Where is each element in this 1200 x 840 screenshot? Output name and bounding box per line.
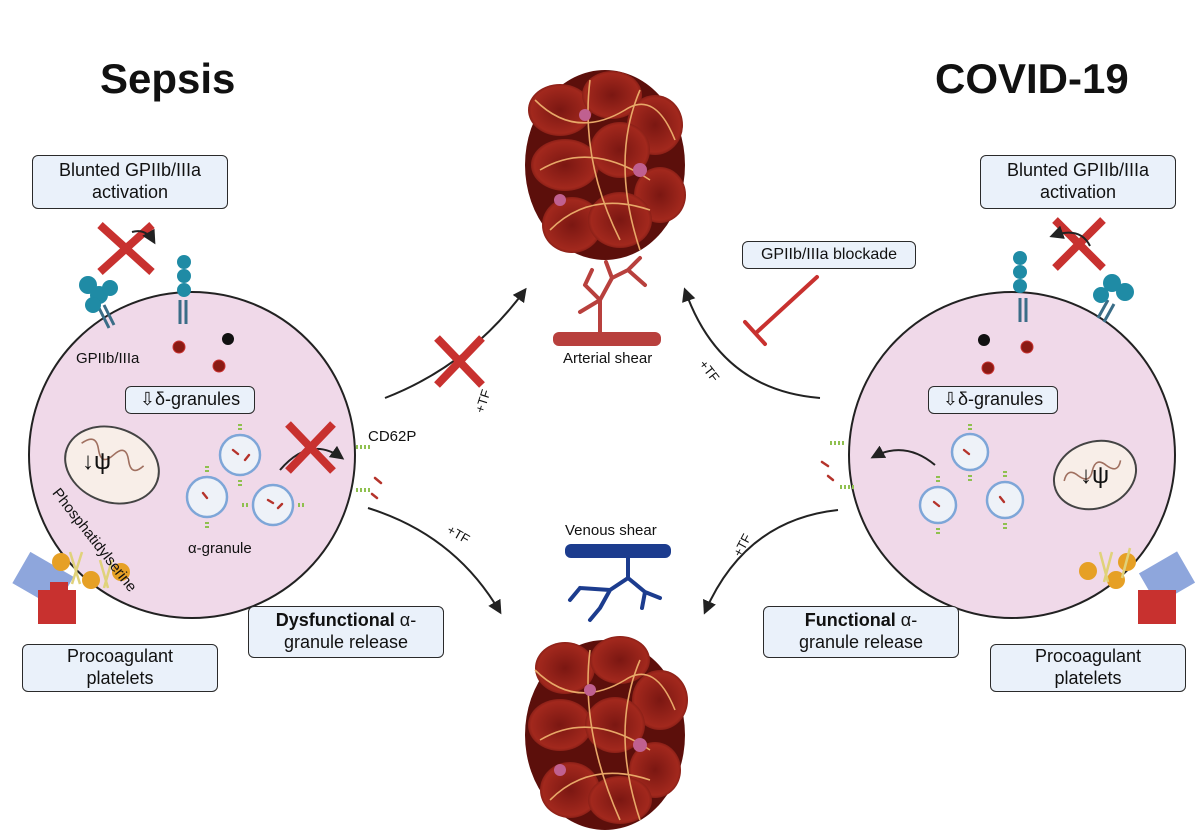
venous-shear-label: Venous shear: [565, 522, 657, 539]
sepsis-alpha-release-arrow: [279, 421, 383, 500]
arterial-clot: [525, 70, 686, 260]
sepsis-gpiib-receptors: [79, 255, 191, 329]
sepsis-release-line2: granule release: [283, 632, 409, 652]
sepsis-activation-inhibited-x: [97, 222, 156, 275]
covid-procoagulant-line1: Procoagulant: [1034, 646, 1142, 667]
covid-blunted-gpiib-box: Blunted GPIIb/IIIa activation: [980, 155, 1176, 209]
sepsis-blunted-gpiib-line2: activation: [91, 182, 169, 202]
covid-activation-inhibited-x: [1049, 217, 1106, 271]
alpha-granule-label: α-granule: [188, 540, 252, 557]
gpiib-blockade-box: GPIIb/IIIa blockade: [742, 241, 916, 269]
sepsis-procoagulant-box: Procoagulant platelets: [22, 644, 218, 692]
sepsis-arterial-inhibited-x: [434, 335, 485, 388]
covid-procoagulant-complex: [1079, 547, 1196, 624]
sepsis-alpha-granules: [185, 422, 306, 530]
sepsis-release-bold: Dysfunctional: [275, 610, 395, 631]
arterial-vessel: [553, 256, 661, 346]
covid-release-bold: Functional: [804, 610, 896, 631]
covid-release-rest: α-: [895, 610, 918, 631]
sepsis-title: Sepsis: [100, 55, 236, 102]
sepsis-blunted-gpiib-box: Blunted GPIIb/IIIa activation: [32, 155, 228, 209]
sepsis-procoagulant-line1: Procoagulant: [66, 646, 174, 667]
covid-delta-granule-icons: [978, 334, 1034, 375]
sepsis-alpha-release-box: Dysfunctional α- granule release: [248, 606, 444, 658]
covid-alpha-granules: [918, 422, 1025, 536]
covid-alpha-release-arrow: [820, 441, 936, 489]
sepsis-platelet: [28, 291, 356, 619]
sepsis-mitochondrion: [64, 425, 160, 505]
covid-blunted-gpiib-line1: Blunted GPIIb/IIIa: [1006, 160, 1150, 181]
covid-delta-granules-box: ⇩δ-granules: [928, 386, 1058, 414]
blockade-inhibition-line: [743, 275, 819, 346]
covid-procoagulant-box: Procoagulant platelets: [990, 644, 1186, 692]
gpiib-receptor-label: GPIIb/IIIa: [76, 350, 140, 367]
covid-title: COVID-19: [935, 55, 1129, 102]
covid-blunted-gpiib-line2: activation: [1039, 182, 1117, 202]
covid-gpiib-receptors: [1013, 251, 1134, 323]
sepsis-procoagulant-complex: [12, 551, 130, 624]
sepsis-procoagulant-line2: platelets: [86, 668, 154, 688]
covid-mitochondrion: [1052, 439, 1138, 511]
covid-alpha-release-box: Functional α- granule release: [763, 606, 959, 658]
flow-arrows: [367, 287, 839, 615]
covid-membrane-potential-label: ↓ψ: [1080, 462, 1110, 489]
venous-vessel: [565, 544, 671, 622]
covid-platelet: [848, 291, 1176, 619]
arterial-shear-label: Arterial shear: [563, 350, 653, 367]
venous-clot: [525, 636, 688, 830]
sepsis-delta-granule-icons: [172, 333, 234, 373]
sepsis-blunted-gpiib-line1: Blunted GPIIb/IIIa: [58, 160, 202, 181]
sepsis-delta-granules-box: ⇩δ-granules: [125, 386, 255, 414]
covid-release-line2: granule release: [798, 632, 924, 652]
covid-procoagulant-line2: platelets: [1054, 668, 1122, 688]
sepsis-membrane-potential-label: ↓ψ: [82, 448, 112, 475]
cd62p-label: CD62P: [368, 428, 417, 445]
sepsis-release-rest: α-: [394, 610, 417, 631]
